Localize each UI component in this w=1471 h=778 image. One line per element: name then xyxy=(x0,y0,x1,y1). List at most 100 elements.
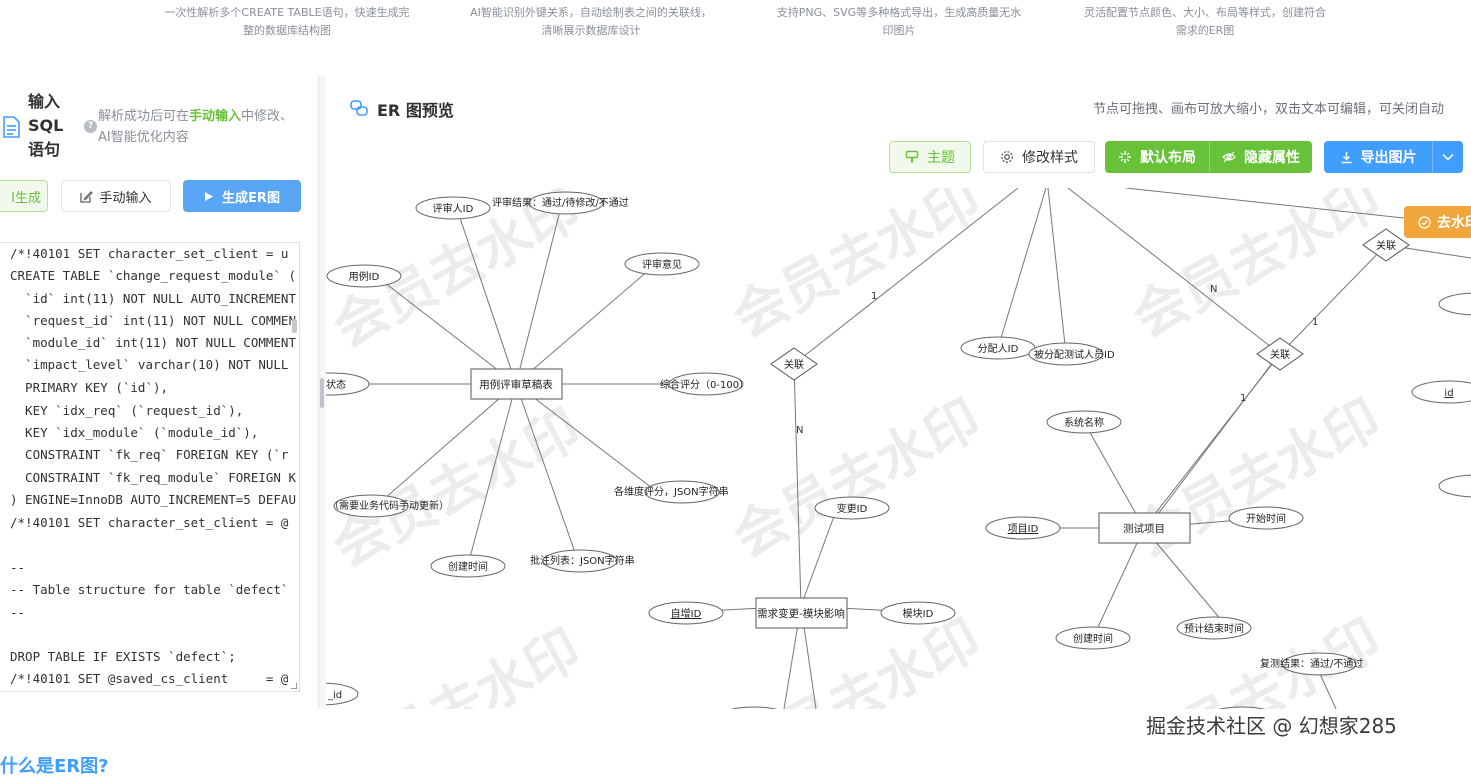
code-line: CONSTRAINT `fk_req_module` FOREIGN K xyxy=(10,470,296,485)
entity-change-module[interactable]: 需求变更-模块影响 xyxy=(755,597,848,629)
manual-input-button[interactable]: 手动输入 xyxy=(61,180,171,212)
watermark-text: 会员去水印 xyxy=(326,617,590,709)
code-line: CONSTRAINT `fk_req` FOREIGN KEY (`r xyxy=(10,447,289,462)
code-line: `impact_level` varchar(10) NOT NULL xyxy=(10,357,289,372)
resize-handle[interactable] xyxy=(291,683,297,689)
attribute-node[interactable]: 批注列表：JSON字符串 xyxy=(530,549,635,573)
export-image-button[interactable]: 导出图片 xyxy=(1324,141,1432,173)
attribute-label: 状态 xyxy=(326,378,346,391)
attribute-label: 综合评分（0-100） xyxy=(660,378,749,391)
question-icon[interactable]: ? xyxy=(84,120,97,133)
attribute-node[interactable]: 创建时间 xyxy=(430,554,506,578)
relation-diamond[interactable]: 关联 xyxy=(770,347,818,381)
attribute-node[interactable]: 评审结果：通过/待修改/不通过 xyxy=(492,191,629,215)
attribute-node[interactable]: 被分配测试人员ID xyxy=(1028,342,1115,366)
eye-off-icon xyxy=(1222,151,1236,163)
er-canvas[interactable]: 会员去水印 会员去水印 会员去水印 会员去水印 会员去水印 会员去水印 会员去水… xyxy=(326,188,1471,709)
panel-title: 输入 SQL 语句 xyxy=(28,92,64,159)
attribute-label: 系统名称 xyxy=(1064,416,1104,429)
relation-diamond[interactable]: 关联 xyxy=(1362,228,1410,262)
modify-style-label: 修改样式 xyxy=(1022,150,1078,166)
feature-ai: AI智能识别外键关系，自动绘制表之间的关联线， 清晰展示数据库设计 xyxy=(466,4,716,40)
feature-text: 整的数据库结构图 xyxy=(243,24,331,37)
document-icon xyxy=(3,116,20,138)
relation-diamond[interactable]: 关联 xyxy=(1256,337,1304,371)
attribute-node[interactable]: 自增ID xyxy=(648,601,724,625)
entity-test-project[interactable]: 测试项目 xyxy=(1098,512,1191,544)
attribute-node[interactable]: 分配人ID xyxy=(960,336,1036,360)
er-diagram[interactable]: 会员去水印 会员去水印 会员去水印 会员去水印 会员去水印 会员去水印 会员去水… xyxy=(326,188,1471,709)
attribute-node-partial[interactable] xyxy=(717,706,791,709)
attribute-node[interactable]: 各维度评分，JSON字符串 xyxy=(614,480,729,504)
attribute-node[interactable]: 用例ID xyxy=(326,264,402,288)
attribute-node[interactable]: 综合评分（0-100） xyxy=(660,372,749,396)
theme-button[interactable]: 主题 xyxy=(889,141,971,173)
entity-label: 测试项目 xyxy=(1123,522,1165,535)
modify-style-button[interactable]: 修改样式 xyxy=(983,141,1095,173)
entity-label: 需求变更-模块影响 xyxy=(757,607,845,620)
code-line: -- Table structure for table `defect` xyxy=(10,582,289,597)
attribute-node[interactable]: _id xyxy=(326,682,359,706)
section-heading: 什么是ER图? xyxy=(0,756,109,777)
attribute-node-partial[interactable] xyxy=(1205,706,1279,709)
feature-text: 需求的ER图 xyxy=(1175,24,1235,37)
generate-er-button[interactable]: 生成ER图 xyxy=(183,180,301,212)
code-line: `module_id` int(11) NOT NULL COMMENT xyxy=(10,335,296,350)
cardinality-label: N xyxy=(796,425,803,436)
attribute-node[interactable]: 项目ID xyxy=(985,516,1061,540)
remove-watermark-button[interactable]: 去水印 xyxy=(1404,206,1471,238)
attribute-label: 复测结果：通过/不通过 xyxy=(1260,657,1363,670)
cardinality-label: N xyxy=(1210,284,1217,295)
feature-export: 支持PNG、SVG等多种格式导出，生成高质量无水 印图片 xyxy=(772,4,1026,40)
watermark-text: 会员去水印 xyxy=(723,188,991,349)
attribute-node[interactable]: （需要业务代码手动更新） xyxy=(329,494,449,518)
relation-label: 关联 xyxy=(784,358,804,371)
attributes-group: 评审人ID 评审结果：通过/待修改/不通过 评审意见 用例ID 综合评分（0-1… xyxy=(326,191,1471,709)
feature-text: 一次性解析多个CREATE TABLE语句，快速生成完 xyxy=(164,6,410,19)
ai-generate-button[interactable]: I生成 xyxy=(0,180,48,212)
entity-review-draft[interactable]: 用例评审草稿表 xyxy=(470,368,563,400)
edit-icon xyxy=(80,190,94,203)
attribute-node[interactable]: 模块ID xyxy=(880,601,956,625)
attribute-node[interactable]: id xyxy=(1411,380,1471,404)
attribute-node[interactable]: 评审人ID xyxy=(415,196,491,220)
attribute-node[interactable]: 复测结果：通过/不通过 xyxy=(1260,652,1363,676)
code-line: /*!40101 SET character_set_client = u xyxy=(10,246,289,261)
ai-generate-label: I生成 xyxy=(11,190,41,206)
default-layout-label: 默认布局 xyxy=(1140,150,1196,166)
attribute-label: 自增ID xyxy=(671,607,702,620)
sparkle-icon xyxy=(1119,151,1131,163)
attribute-node[interactable]: 变更ID xyxy=(814,496,890,520)
attribute-node[interactable]: 评审意见 xyxy=(624,252,700,276)
attribute-label: 评审结果：通过/待修改/不通过 xyxy=(492,196,629,209)
attribute-label: id xyxy=(1444,388,1453,399)
download-icon xyxy=(1341,151,1351,163)
attribute-node[interactable]: 开始时间 xyxy=(1228,506,1304,530)
attribute-node[interactable]: 系统名称 xyxy=(1046,410,1122,434)
attribute-node[interactable]: 状态 xyxy=(326,372,370,396)
feature-parse: 一次性解析多个CREATE TABLE语句，快速生成完 整的数据库结构图 xyxy=(160,4,414,40)
attribute-label: 各维度评分，JSON字符串 xyxy=(614,485,729,498)
code-line: PRIMARY KEY (`id`), xyxy=(10,380,169,395)
attribute-label: 批注列表：JSON字符串 xyxy=(530,554,635,567)
scrollbar-thumb[interactable] xyxy=(292,319,297,333)
attribute-label: 预计结束时间 xyxy=(1184,622,1244,635)
attribute-label: （需要业务代码手动更新） xyxy=(329,499,449,512)
export-options-dropdown[interactable] xyxy=(1432,141,1463,173)
attribute-label: 分配人ID xyxy=(978,343,1019,355)
er-tips: 节点可拖拽、画布可放大缩小，双击文本可编辑，可关闭自动 xyxy=(1093,102,1445,117)
code-line: -- xyxy=(10,560,26,575)
attribute-node[interactable]: 预计结束时间 xyxy=(1176,616,1252,640)
hint-suffix: 中修改、AI智能优化内容 xyxy=(98,109,294,145)
attribute-node[interactable]: 创建时间 xyxy=(1055,626,1131,650)
sql-textarea[interactable]: /*!40101 SET character_set_client = u CR… xyxy=(0,242,300,692)
attribute-node-partial[interactable] xyxy=(1438,474,1471,498)
default-layout-button[interactable]: 默认布局 xyxy=(1105,141,1209,173)
entity-label: 用例评审草稿表 xyxy=(479,378,553,391)
attribute-node-partial[interactable] xyxy=(1438,292,1471,316)
hide-attributes-button[interactable]: 隐藏属性 xyxy=(1209,141,1312,173)
divider-drag-handle[interactable] xyxy=(320,378,324,408)
attribute-label: 评审意见 xyxy=(642,258,682,271)
play-icon xyxy=(205,191,214,201)
feature-text: 清晰展示数据库设计 xyxy=(541,24,641,37)
